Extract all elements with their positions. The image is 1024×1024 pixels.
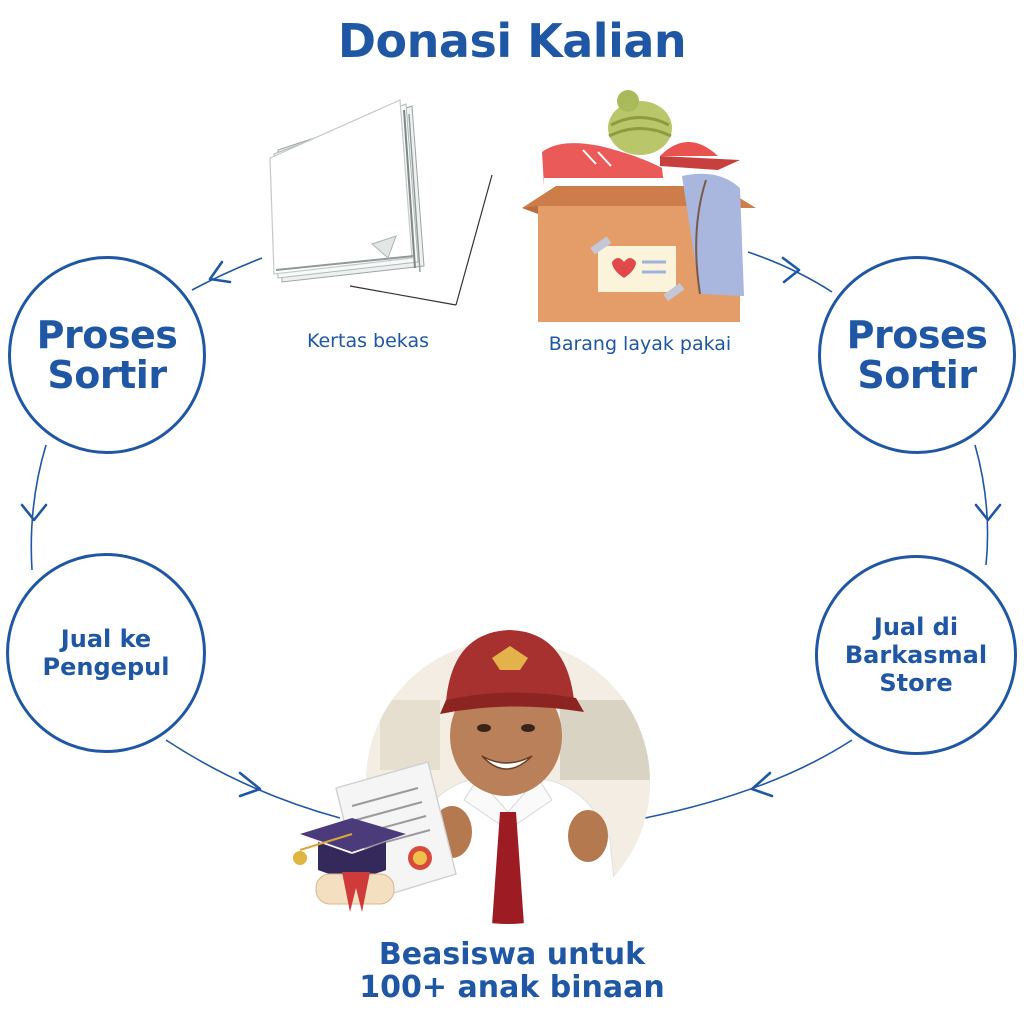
right-sell-line1: Jual di	[873, 613, 959, 641]
left-sort-line1: Proses	[36, 313, 178, 357]
right-sort-line1: Proses	[846, 313, 988, 357]
page-title: Donasi Kalian	[337, 14, 687, 68]
right-sell-circle: Jual di Barkasmal Store	[815, 555, 1017, 755]
right-sort-line2: Sortir	[857, 353, 977, 397]
paper-stack-icon	[269, 99, 493, 306]
outcome-line2: 100+ anak binaan	[359, 970, 665, 1005]
goods-label: Barang layak pakai	[548, 333, 732, 355]
connector-box-to-right-sort	[747, 251, 833, 293]
connector-right-sell-to-outcome	[644, 739, 853, 819]
connector-right-sort-to-sell	[974, 444, 989, 566]
paper-label: Kertas bekas	[306, 330, 429, 352]
graduation-certificate-icon	[293, 761, 457, 912]
right-sell-line2: Barkasmal	[844, 641, 988, 669]
left-sell-line1: Jual ke	[60, 625, 152, 653]
connector-lines	[30, 251, 989, 819]
left-sell-circle: Jual ke Pengepul	[6, 553, 206, 753]
left-sort-line2: Sortir	[47, 353, 167, 397]
connector-left-sell-to-outcome	[165, 739, 341, 819]
connector-arrowheads	[20, 256, 1002, 798]
arrowhead-icon	[781, 256, 801, 284]
arrowhead-icon	[20, 503, 48, 522]
right-sell-line3: Store	[879, 669, 953, 697]
arrowhead-icon	[750, 771, 774, 798]
outcome-line1: Beasiswa untuk	[378, 937, 646, 972]
left-sell-line2: Pengepul	[42, 653, 170, 681]
connector-paper-to-left-sort	[191, 257, 263, 291]
arrowhead-icon	[974, 503, 1002, 522]
left-sort-circle: Proses Sortir	[8, 256, 206, 454]
outcome-text: Beasiswa untuk 100+ anak binaan	[0, 938, 1024, 1004]
right-sort-circle: Proses Sortir	[818, 256, 1016, 454]
donation-box-icon	[522, 90, 756, 322]
arrowhead-icon	[208, 260, 232, 284]
connector-left-sort-to-sell	[30, 444, 47, 571]
arrowhead-icon	[238, 771, 262, 798]
